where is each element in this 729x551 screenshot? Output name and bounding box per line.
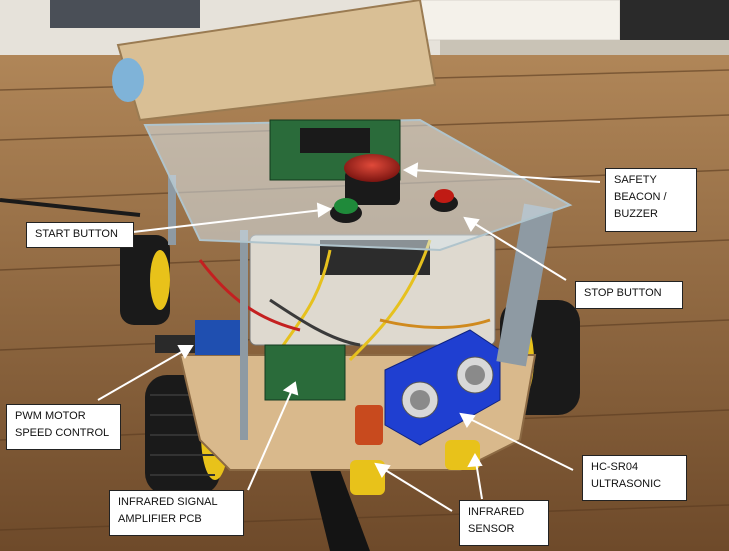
callout-line: HC-SR04 (591, 461, 639, 473)
rear-left-wheel (120, 235, 170, 325)
callout-line: START BUTTON (35, 228, 118, 240)
callout-line: INFRARED SIGNAL (118, 496, 218, 508)
callout-line: ULTRASONIC (591, 478, 662, 490)
callout-safety-beacon: SAFETY BEACON / BUZZER (605, 168, 697, 232)
callout-start-button: START BUTTON (26, 222, 134, 248)
infrared-amp-pcb (264, 344, 346, 401)
callout-infrared-sensor: INFRARED SENSOR (459, 500, 549, 546)
callout-pwm-motor: PWM MOTOR SPEED CONTROL (6, 404, 121, 450)
callout-stop-button: STOP BUTTON (575, 281, 683, 309)
track-line (310, 470, 370, 551)
callout-line: SENSOR (468, 523, 515, 535)
standoffs (168, 175, 554, 440)
callout-line: BEACON / (614, 191, 667, 203)
callout-line: INFRARED (468, 506, 525, 518)
cabinet-left (50, 0, 200, 28)
callout-line: PWM MOTOR (15, 410, 86, 422)
callout-line: STOP BUTTON (584, 287, 662, 299)
callout-line: AMPLIFIER PCB (118, 513, 202, 525)
start-button-graphic (330, 198, 362, 223)
callout-line: BUZZER (614, 208, 658, 220)
callout-line: SPEED CONTROL (15, 427, 110, 439)
callout-line: SAFETY (614, 174, 657, 186)
door-panel (419, 0, 621, 41)
stop-button-graphic (430, 189, 458, 212)
safety-beacon (344, 154, 400, 205)
pwm-module (195, 320, 240, 355)
callout-hc-sr04: HC-SR04 ULTRASONIC (582, 455, 687, 501)
leader-arrows (97, 162, 601, 512)
callout-infrared-amp: INFRARED SIGNAL AMPLIFIER PCB (109, 490, 244, 536)
